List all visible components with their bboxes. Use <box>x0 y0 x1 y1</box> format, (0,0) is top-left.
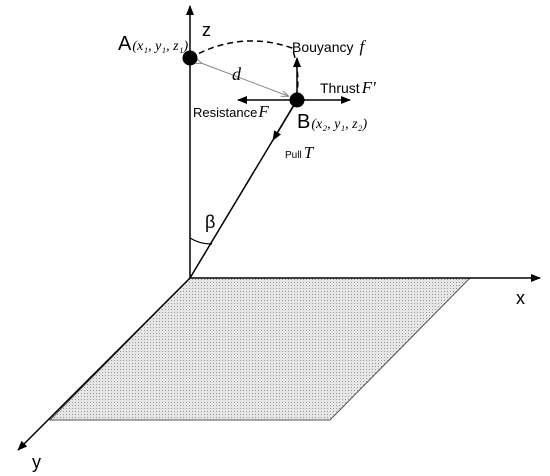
distance-arrow <box>201 63 288 96</box>
point-b-coords: (x₂, y₁, z₂) <box>311 117 367 132</box>
point-a <box>182 50 198 66</box>
point-b-name: B <box>297 111 310 133</box>
point-a-coords: (x₁, y₁, z₁) <box>132 39 188 54</box>
angle-arc <box>189 237 213 245</box>
resistance-text: Resistance <box>193 105 257 120</box>
pull-symbol: T <box>304 143 315 162</box>
point-b <box>289 92 305 108</box>
point-a-name: A <box>118 33 132 55</box>
ground-plane <box>48 277 472 421</box>
trajectory-arc <box>189 40 299 96</box>
point-b-label: B(x₂, y₁, z₂) <box>297 111 367 133</box>
y-axis <box>17 277 191 451</box>
x-axis-label: x <box>516 288 525 308</box>
angle-label: β <box>205 212 215 232</box>
z-axis-label: z <box>202 20 211 40</box>
y-axis-label: y <box>32 452 41 472</box>
buoyancy-label: Bouyancy f <box>292 37 366 56</box>
pull-arrow <box>272 99 298 141</box>
buoyancy-text: Bouyancy <box>292 39 353 55</box>
point-a-label: A(x₁, y₁, z₁) <box>118 33 188 55</box>
pull-text: Pull <box>285 150 302 161</box>
thrust-symbol: F′ <box>361 78 376 97</box>
resistance-label: ResistanceF <box>193 102 269 121</box>
resistance-symbol: F <box>257 102 269 121</box>
distance-label: d <box>232 64 242 84</box>
buoyancy-symbol: f <box>359 37 366 56</box>
thrust-text: Thrust <box>320 80 360 96</box>
